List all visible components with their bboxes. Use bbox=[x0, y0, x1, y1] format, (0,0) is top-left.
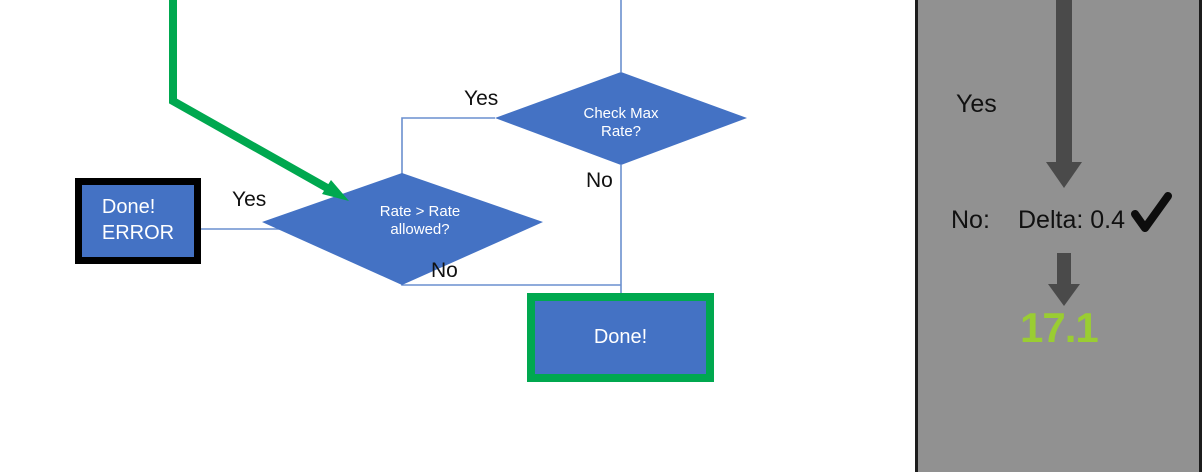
node-done-label: Done! bbox=[593, 325, 648, 348]
node-done[interactable]: Done! bbox=[527, 293, 714, 382]
checkmark-icon bbox=[1131, 192, 1172, 232]
panel-label-no: No: bbox=[951, 206, 990, 234]
down-arrow-icon-top bbox=[1046, 0, 1082, 188]
down-arrow-icon-bottom bbox=[1048, 253, 1080, 306]
flowchart-canvas: Check Max Rate? Rate > Rate allowed? Don… bbox=[75, 0, 747, 382]
panel-label-yes: Yes bbox=[956, 90, 997, 118]
flowchart-connectors bbox=[169, 0, 747, 293]
node-done-error[interactable]: Done! ERROR bbox=[75, 178, 201, 264]
edge-label-no-from-check-max: No bbox=[586, 169, 613, 192]
diamond-check-max-rate[interactable] bbox=[495, 72, 747, 165]
node-done-error-label: Done! ERROR bbox=[101, 196, 175, 244]
green-highlight-arrow bbox=[169, 0, 349, 201]
annotation-panel: Yes No: Delta: 0.4 17.1 bbox=[915, 0, 1202, 472]
edge-label-no-from-rate-allowed: No bbox=[431, 259, 458, 282]
edge-label-yes-from-check-max: Yes bbox=[464, 87, 499, 110]
edge-label-yes-to-done-error: Yes bbox=[232, 188, 267, 211]
panel-result-value: 17.1 bbox=[1020, 304, 1099, 351]
panel-graphics bbox=[1046, 0, 1172, 306]
panel-label-delta: Delta: 0.4 bbox=[1018, 206, 1126, 234]
diamond-rate-gt-rate-allowed[interactable] bbox=[262, 173, 543, 285]
